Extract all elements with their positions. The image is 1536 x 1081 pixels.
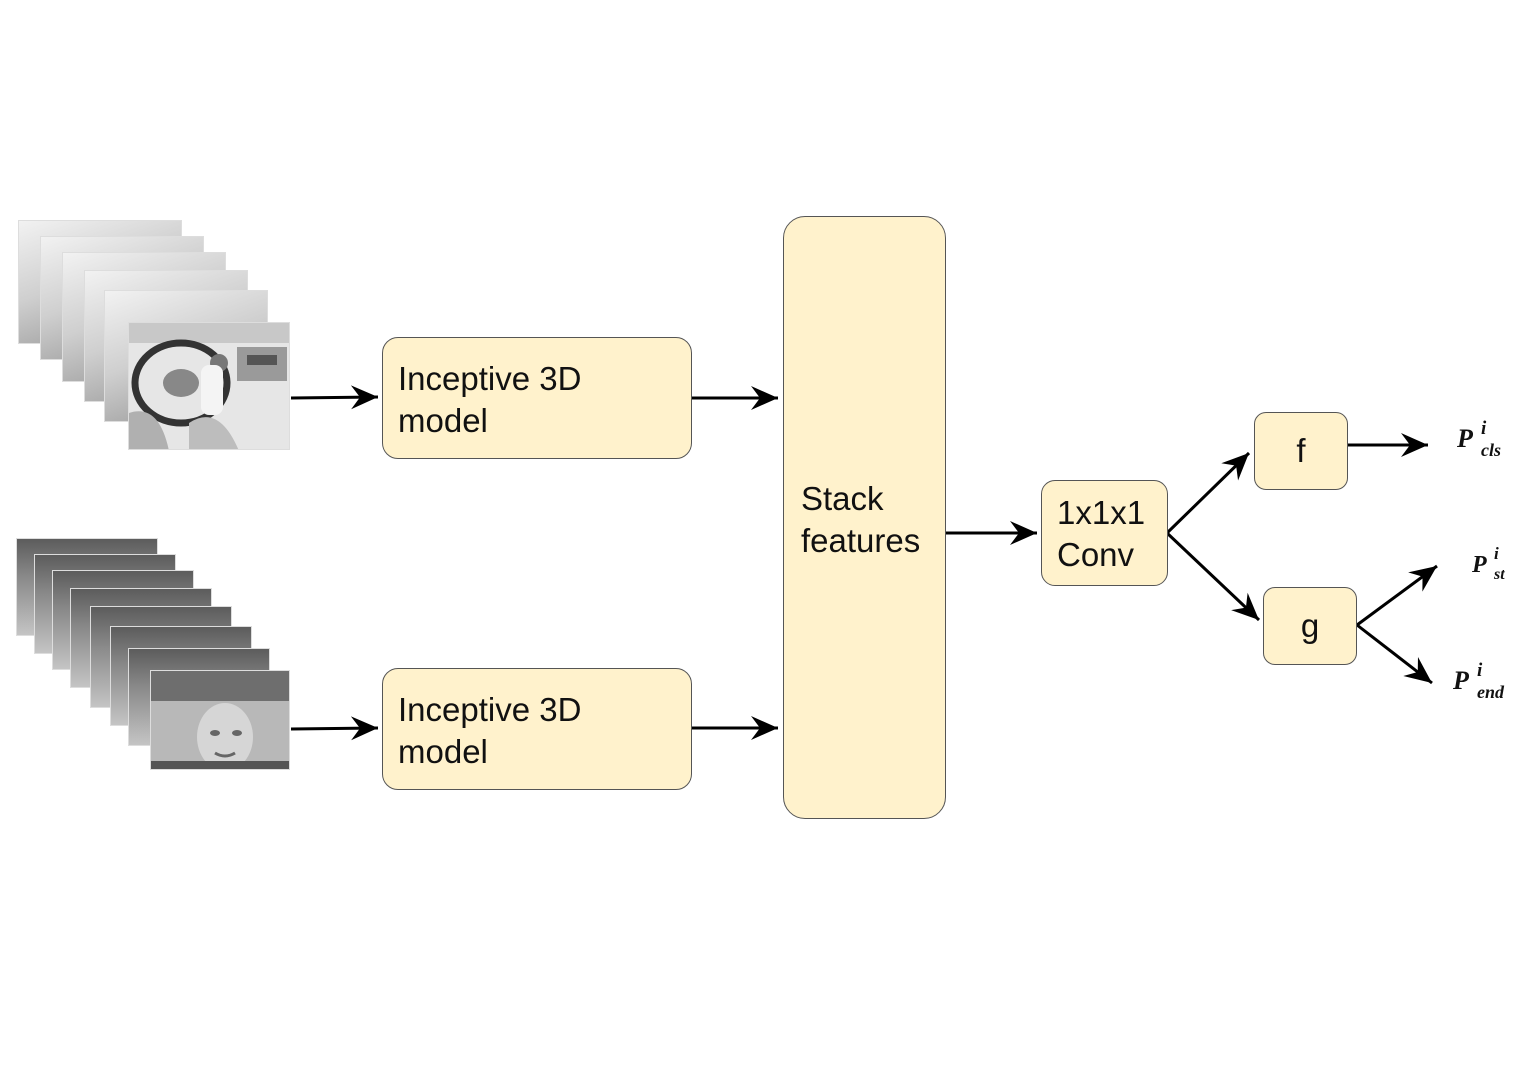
arrow-g-to-end (1356, 623, 1433, 685)
driver-face-image (151, 671, 289, 769)
g-label: g (1300, 607, 1320, 644)
f-label: f (1296, 432, 1306, 469)
arrow-conv-to-g (1165, 531, 1261, 622)
p-end-base: P (1453, 666, 1469, 695)
i3d-top-line2: model (398, 402, 488, 439)
p-end-sub: end (1477, 682, 1504, 702)
arrow-frames-bottom-to-i3d (290, 716, 379, 741)
f-box: f (1254, 412, 1348, 490)
p-st-sup: i (1494, 544, 1499, 563)
output-p-st: P i st (1472, 544, 1522, 598)
stack-line2: features (801, 522, 921, 559)
p-st-sub: st (1494, 566, 1505, 583)
conv-line1: 1x1x1 (1057, 494, 1146, 531)
stack-features-box: Stack features (783, 216, 946, 819)
i3d-model-bottom: Inceptive 3D model (382, 668, 692, 790)
i3d-bottom-line2: model (398, 733, 488, 770)
dashboard-scene-image (129, 323, 289, 449)
dashboard-frame-6 (128, 322, 290, 450)
i3d-model-top: Inceptive 3D model (382, 337, 692, 459)
i3d-bottom-line1: Inceptive 3D (398, 691, 582, 728)
arrow-conv-to-f (1165, 451, 1251, 535)
conv-box: 1x1x1 Conv (1041, 480, 1168, 586)
p-cls-sup: i (1481, 418, 1487, 439)
p-st-base: P (1472, 552, 1487, 578)
arrow-frames-top-to-i3d (290, 385, 379, 410)
output-p-end: P i end (1453, 660, 1523, 712)
conv-line2: Conv (1057, 536, 1135, 573)
i3d-top-line1: Inceptive 3D (398, 360, 582, 397)
output-p-cls: P i cls (1457, 418, 1517, 470)
arrow-g-to-st (1356, 564, 1438, 627)
p-cls-base: P (1457, 424, 1473, 453)
stack-line1: Stack (801, 480, 884, 517)
p-cls-sub: cls (1481, 440, 1501, 460)
p-end-sup: i (1477, 660, 1483, 681)
face-frame-8 (150, 670, 290, 770)
g-box: g (1263, 587, 1357, 665)
